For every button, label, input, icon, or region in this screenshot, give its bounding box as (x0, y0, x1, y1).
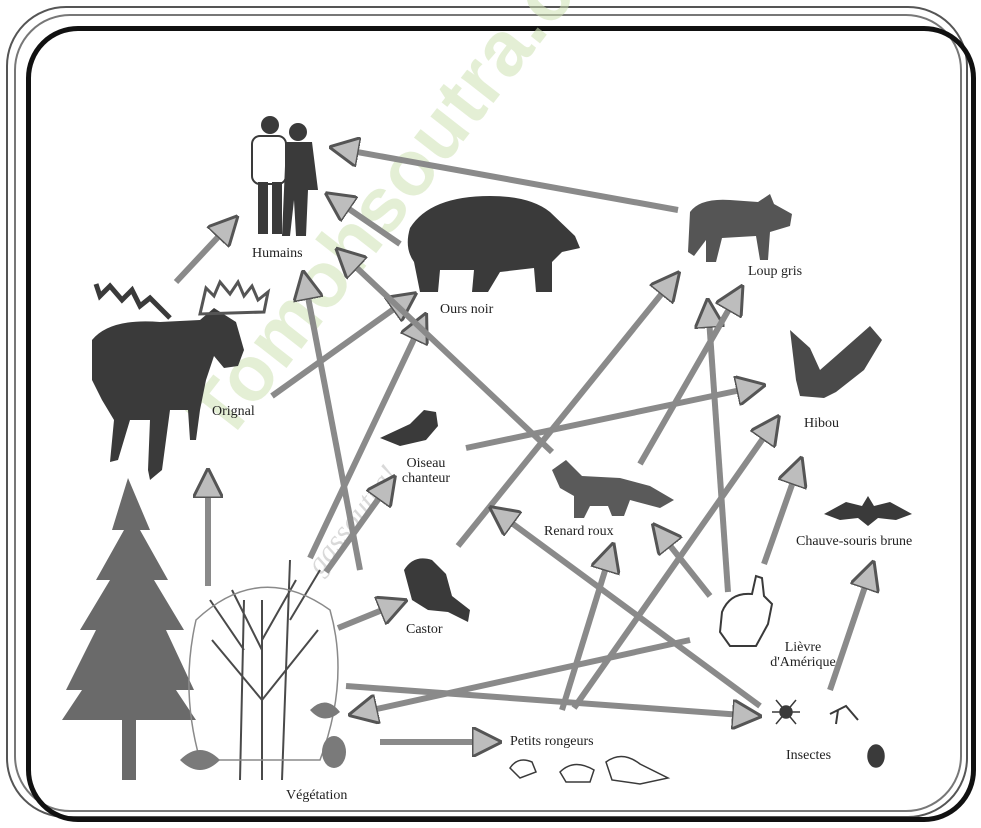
label-ours-noir: Ours noir (440, 302, 493, 317)
label-castor: Castor (406, 622, 443, 637)
label-petits-rongeurs: Petits rongeurs (510, 734, 594, 749)
humans-silhouette (252, 116, 318, 236)
conifer-tree-silhouette (62, 478, 196, 780)
label-lievre-line1: Lièvre (766, 640, 840, 655)
arrow-hare-to-fox (656, 528, 710, 596)
red-fox-silhouette (552, 460, 674, 518)
label-vegetation: Végétation (286, 788, 347, 803)
arrow-insects-to-songbird (354, 640, 690, 714)
label-oiseau-line2: chanteur (396, 471, 456, 486)
arrow-vegetation-to-beaver (338, 602, 402, 628)
rodents-silhouette (510, 756, 668, 784)
black-bear-silhouette (408, 196, 580, 292)
bare-shrub-drawing (189, 560, 338, 780)
label-insectes: Insectes (786, 748, 831, 763)
label-humains: Humains (252, 246, 303, 261)
label-orignal: Orignal (212, 404, 255, 419)
label-oiseau-chanteur: Oiseau chanteur (396, 456, 456, 486)
songbird-silhouette (380, 410, 438, 446)
label-chauve-souris: Chauve-souris brune (796, 534, 912, 549)
label-oiseau-line1: Oiseau (396, 456, 456, 471)
arrow-moose-to-humans (176, 220, 234, 282)
arrow-vegetation-to-humans (304, 276, 360, 570)
label-lievre-amerique: Lièvre d'Amérique (766, 640, 840, 670)
label-loup-gris: Loup gris (748, 264, 802, 279)
bat-silhouette (824, 496, 912, 526)
label-renard-roux: Renard roux (544, 524, 614, 539)
arrow-hare-to-wolf (708, 304, 728, 592)
label-hibou: Hibou (804, 416, 839, 431)
arrow-hare-to-owl (764, 462, 800, 564)
arrow-insects-to-bat (830, 566, 872, 690)
owl-silhouette (790, 326, 882, 398)
arrow-fox-to-wolf (640, 290, 740, 464)
arrow-bear-to-humans (330, 196, 400, 244)
beaver-silhouette (404, 558, 470, 622)
moose-silhouette (92, 282, 268, 480)
label-lievre-line2: d'Amérique (766, 655, 840, 670)
gray-wolf-silhouette (688, 194, 792, 262)
